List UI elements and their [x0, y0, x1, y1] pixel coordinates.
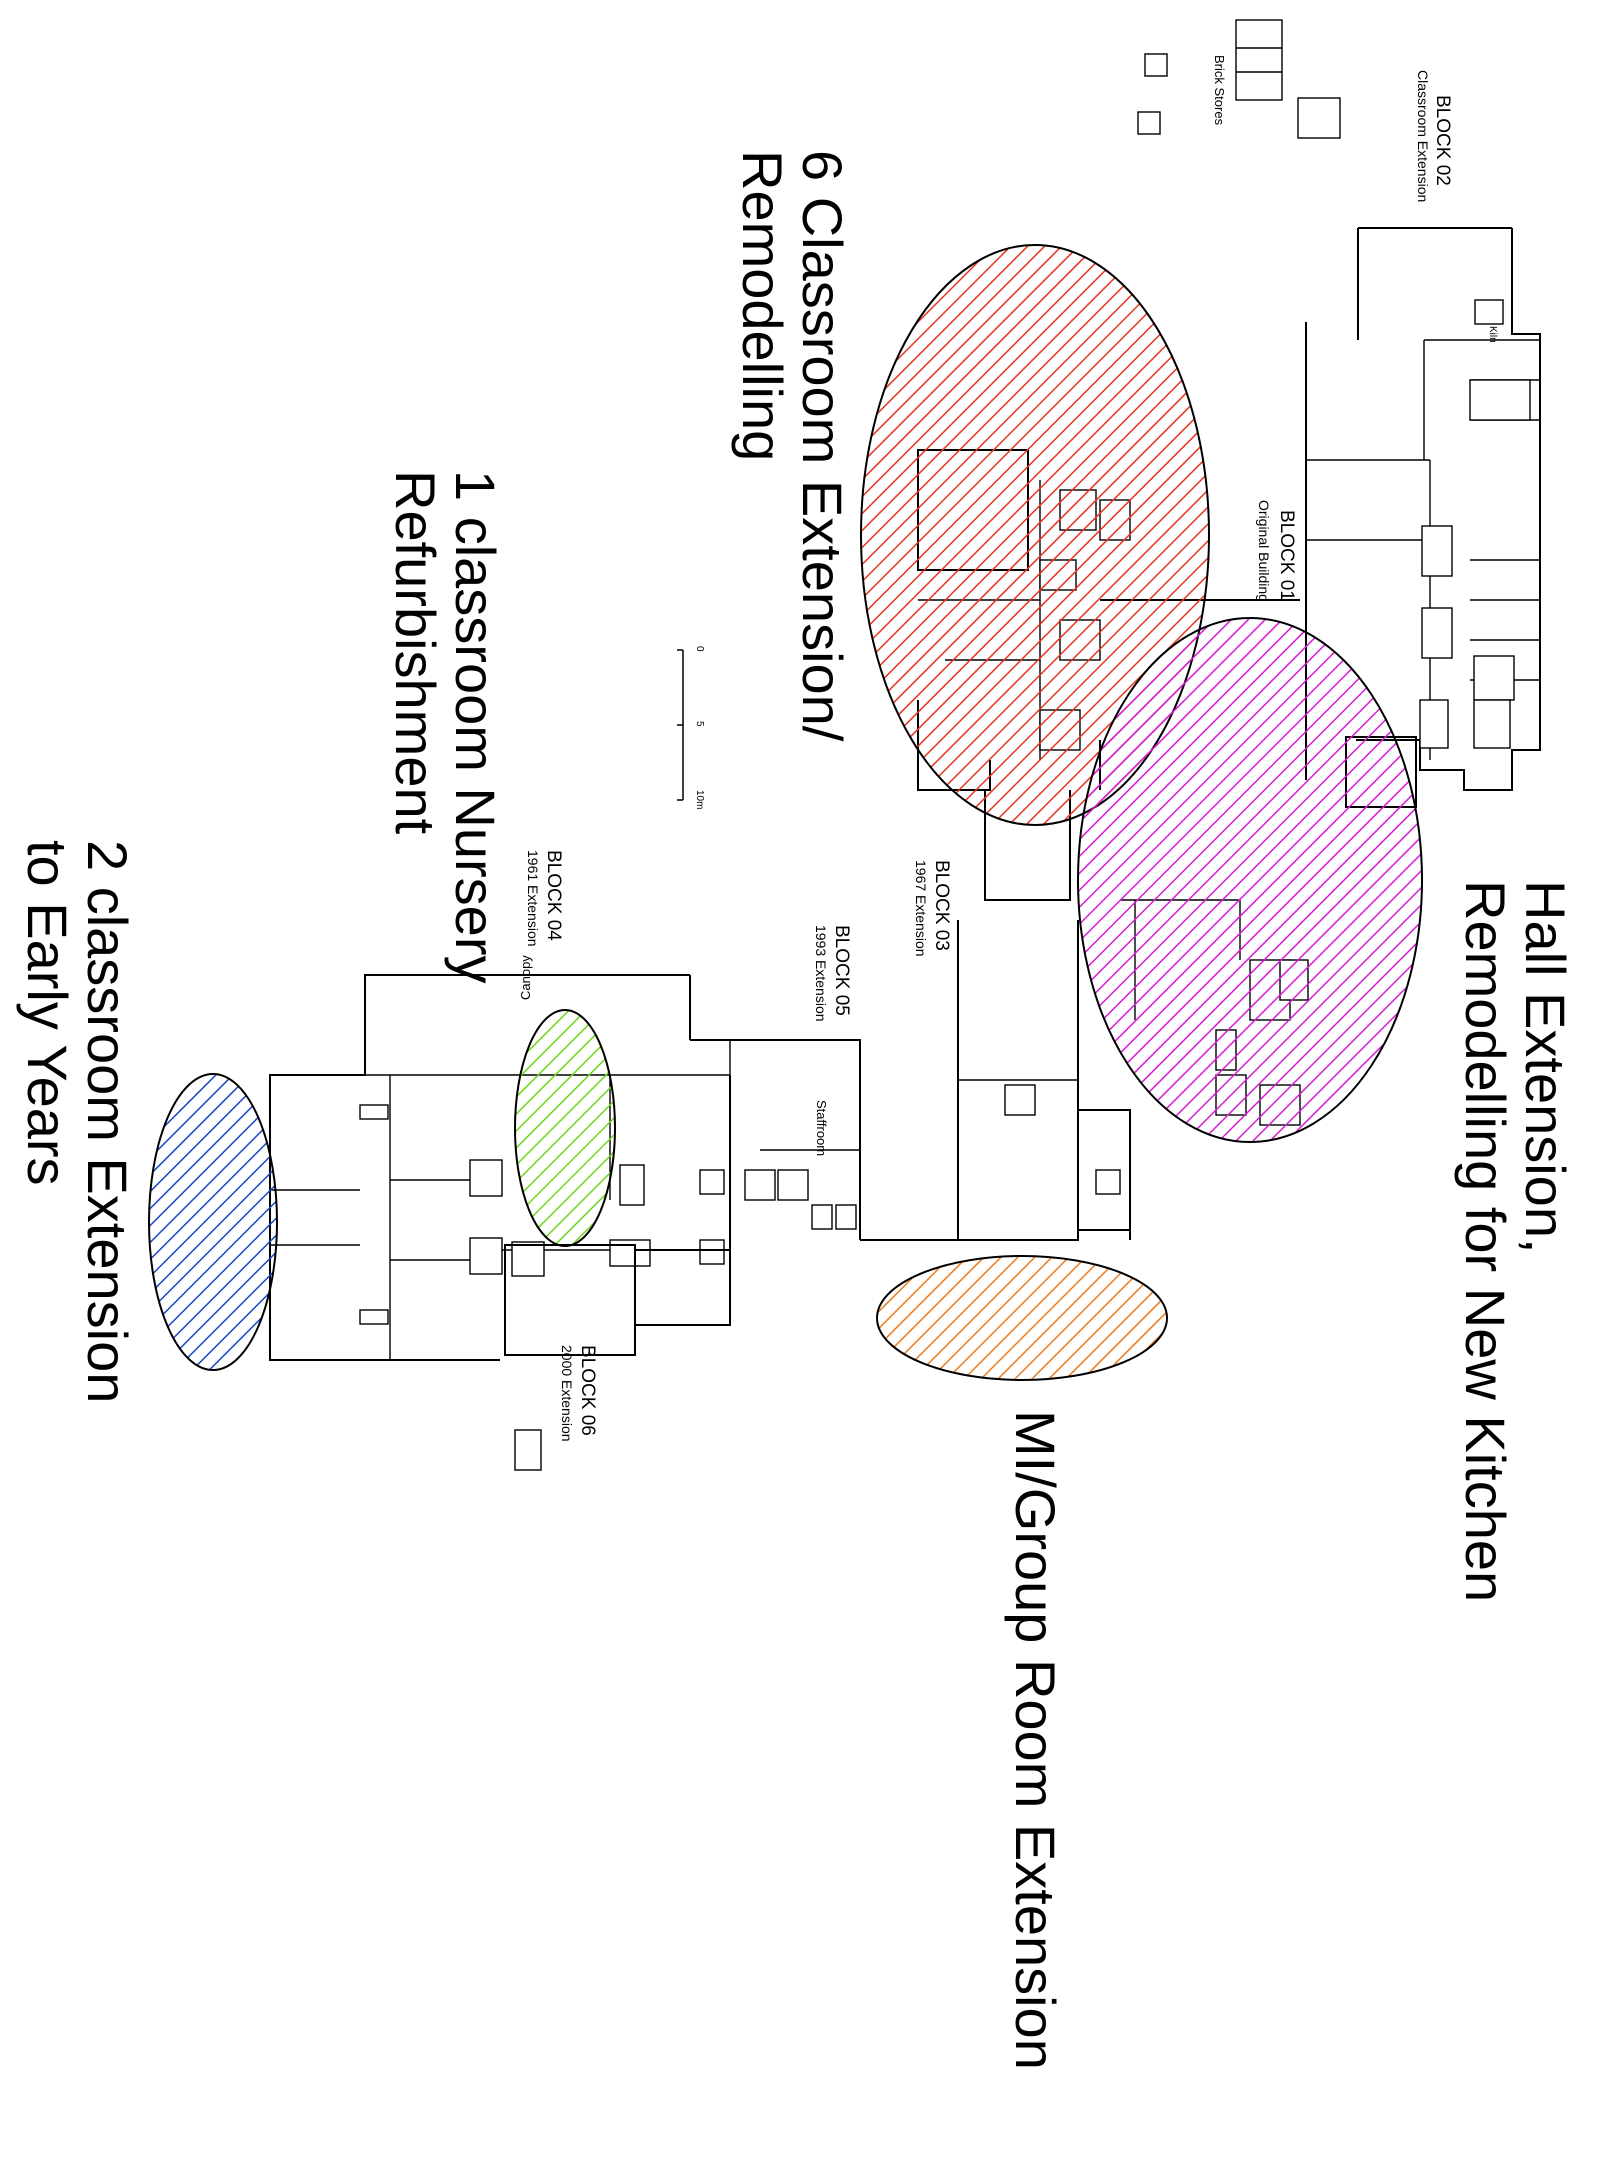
block-01-title: BLOCK 01 [1276, 510, 1297, 601]
kiln-label: Kiln [1487, 326, 1498, 343]
zones [148, 244, 1423, 1381]
early-years-line1: 2 classroom Extension [76, 840, 139, 1403]
scale-tick-5: 5 [694, 721, 705, 727]
early-years-line2: to Early Years [16, 840, 79, 1186]
block-06-title: BLOCK 06 [577, 1345, 598, 1436]
hall-extension-line2: Remodelling for New Kitchen [1454, 880, 1517, 1602]
block-04-title: BLOCK 04 [543, 850, 564, 941]
block-05-title: BLOCK 05 [831, 925, 852, 1016]
classroom-extension-line1: 6 Classroom Extension/ [791, 150, 854, 742]
block-04-06-walls [269, 974, 731, 1471]
zone-early-years-extension [148, 1073, 278, 1371]
block-03-title: BLOCK 03 [931, 860, 952, 951]
staffroom-label: Staffroom [814, 1100, 829, 1156]
block-05-walls [729, 1039, 960, 1241]
nursery-line2: Refurbishment [384, 470, 447, 835]
block-02-subtitle: Classroom Extension [1415, 70, 1431, 202]
zone-annotations: Hall Extension, Remodelling for New Kitc… [16, 150, 1577, 2070]
block-06-subtitle: 2000 Extension [559, 1345, 575, 1442]
block-labels: BLOCK 02 Classroom Extension BLOCK 01 Or… [525, 70, 1453, 1442]
canopy-label: Canopy [518, 955, 533, 1000]
block-05-subtitle: 1993 Extension [813, 925, 829, 1022]
nursery-line1: 1 classroom Nursery [444, 470, 507, 983]
scale-tick-0: 0 [694, 646, 705, 652]
hall-extension-line1: Hall Extension, [1514, 880, 1577, 1254]
block-01-subtitle: Original Building [1256, 500, 1272, 602]
plan-labels: Brick Stores Kiln Staffroom Canopy [518, 55, 1498, 1156]
block-03-walls [957, 790, 1131, 1241]
scale-tick-10: 10m [694, 790, 705, 809]
block-04-subtitle: 1961 Extension [525, 850, 541, 947]
classroom-extension-line2: Remodelling [731, 150, 794, 461]
mi-group-room-annotation: MI/Group Room Extension [1004, 1410, 1067, 2070]
zone-nursery-refurbishment [514, 1009, 616, 1247]
block-03-subtitle: 1967 Extension [913, 860, 929, 957]
zone-mi-group-room [876, 1255, 1168, 1381]
zone-hall-extension [1077, 617, 1423, 1143]
brick-stores-block [1137, 19, 1341, 139]
block-02-title: BLOCK 02 [1432, 95, 1453, 186]
scale-bar: 0 5 10m [677, 646, 705, 809]
block-01-02-walls [1305, 227, 1541, 791]
brick-stores-label: Brick Stores [1212, 55, 1227, 126]
zone-classroom-extension [860, 244, 1210, 826]
